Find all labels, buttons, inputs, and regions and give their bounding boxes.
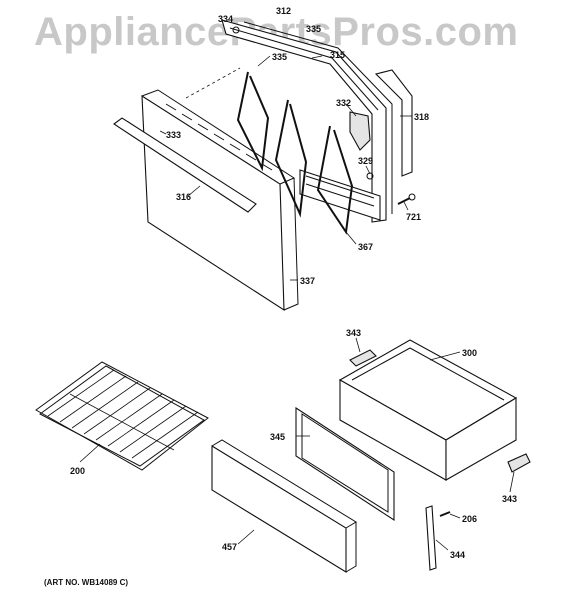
screw-329 [366, 172, 374, 180]
label-367: 367 [358, 242, 373, 252]
screw-334 [232, 26, 240, 34]
label-345: 345 [270, 432, 285, 442]
label-300: 300 [462, 348, 477, 358]
label-721: 721 [406, 212, 421, 222]
door-handle-316 [113, 117, 257, 213]
bracket-332 [349, 111, 371, 151]
label-315: 315 [330, 50, 345, 60]
outer-door-337 [141, 89, 299, 312]
label-335-top: 335 [306, 24, 321, 34]
label-335: 335 [272, 52, 287, 62]
drawer-rail-344 [425, 505, 437, 571]
vent-slots [165, 103, 273, 171]
hinge-left-335 [236, 71, 270, 172]
label-200: 200 [70, 466, 85, 476]
label-337: 337 [300, 276, 315, 286]
label-316: 316 [176, 192, 191, 202]
label-206: 206 [462, 514, 477, 524]
label-329: 329 [358, 156, 373, 166]
label-334: 334 [218, 14, 233, 24]
label-333: 333 [166, 130, 181, 140]
drawer-roller-343-top [349, 349, 377, 367]
rack-wires [47, 369, 199, 459]
label-344: 344 [450, 550, 465, 560]
leader-lines [79, 55, 515, 551]
hinge-middle-335 [274, 99, 308, 218]
label-343-bottom: 343 [502, 494, 517, 504]
side-trim-318 [374, 69, 413, 177]
drawer-panel-345 [295, 406, 395, 522]
drawer-front-457 [211, 439, 357, 573]
oven-rack-200 [35, 361, 209, 471]
label-343-top: 343 [346, 328, 361, 338]
label-332: 332 [336, 98, 351, 108]
screw-206 [439, 511, 451, 517]
label-312: 312 [276, 6, 291, 16]
label-457: 457 [222, 542, 237, 552]
screw-721 [397, 193, 416, 205]
door-frame-312 [221, 19, 387, 223]
drawer-300 [338, 339, 518, 481]
art-number: (ART NO. WB14089 C) [44, 578, 129, 587]
label-318: 318 [414, 112, 429, 122]
alignment-line [185, 67, 241, 99]
drawer-roller-343-bottom [507, 453, 531, 473]
door-gasket-315 [243, 21, 393, 214]
